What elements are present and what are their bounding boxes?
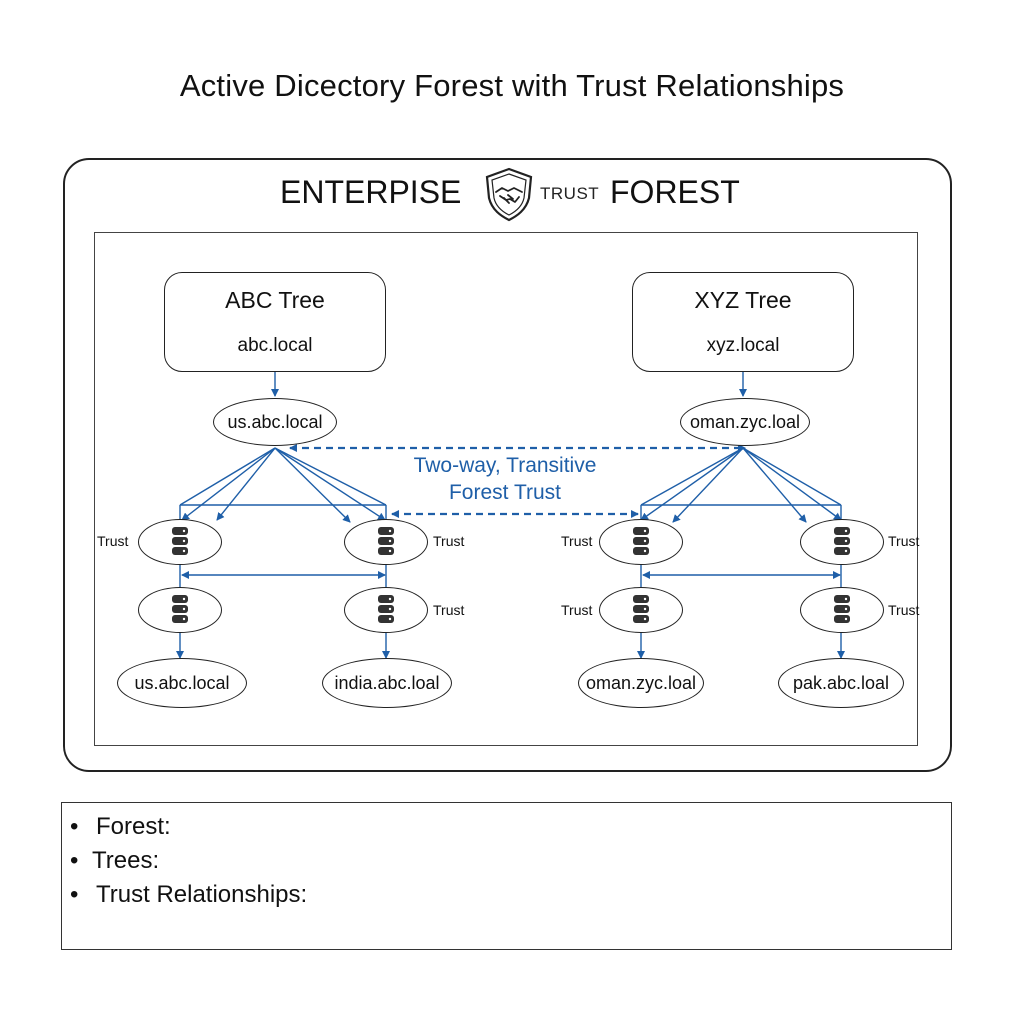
forest-trust-label-line1: Two-way, Transitive bbox=[413, 454, 597, 477]
domain-label: pak.abc.loal bbox=[792, 672, 890, 693]
xyz-tree-box: XYZ Tree xyz.local bbox=[632, 272, 854, 372]
server-icon bbox=[378, 527, 394, 555]
legend-item-forest: Forest: bbox=[96, 813, 171, 840]
forest-title-right: FOREST bbox=[610, 174, 740, 210]
leaf-domain-oval: pak.abc.loal bbox=[778, 658, 904, 708]
bullet-icon: • bbox=[70, 881, 79, 908]
forest-container bbox=[63, 158, 952, 772]
tree-name: XYZ Tree bbox=[694, 287, 792, 313]
forest-trust-label: Two-way, Transitive Forest Trust bbox=[395, 452, 615, 506]
server-node bbox=[138, 587, 222, 633]
legend-item-trees: Trees: bbox=[92, 847, 160, 874]
server-node bbox=[800, 587, 884, 633]
domain-label: india.abc.loal bbox=[334, 672, 440, 693]
domain-label: us.abc.local bbox=[134, 672, 230, 693]
trust-label: Trust bbox=[433, 533, 465, 549]
legend-item-trust-relationships: Trust Relationships: bbox=[96, 881, 308, 908]
domain-label: us.abc.local bbox=[227, 411, 323, 432]
server-icon bbox=[172, 595, 188, 623]
server-icon bbox=[172, 527, 188, 555]
abc-branch-line bbox=[274, 447, 387, 506]
leaf-domain-oval: us.abc.local bbox=[117, 658, 247, 708]
abc-branch-arrow bbox=[181, 447, 276, 521]
xyz-branch-arrow bbox=[640, 447, 744, 521]
server-node bbox=[599, 519, 683, 565]
shield-handshake-icon bbox=[485, 167, 533, 222]
xyz-branch-line bbox=[640, 447, 744, 506]
trust-badge-text: TRUST bbox=[540, 184, 600, 203]
bullet-icon: • bbox=[70, 813, 79, 840]
leaf-domain-oval: oman.zyc.loal bbox=[578, 658, 704, 708]
trust-label: Trust bbox=[561, 602, 593, 618]
domain-label: oman.zyc.loal bbox=[585, 672, 697, 693]
abc-branch-arrow bbox=[216, 447, 276, 521]
abc-branch-arrow bbox=[274, 447, 351, 523]
server-icon bbox=[633, 527, 649, 555]
abc-tree-box: ABC Tree abc.local bbox=[164, 272, 386, 372]
forest-title-left: ENTERPISE bbox=[280, 174, 462, 210]
xyz-branch-arrow bbox=[742, 447, 842, 521]
trust-label: Trust bbox=[433, 602, 465, 618]
page-title: Active Dicectory Forest with Trust Relat… bbox=[179, 68, 845, 103]
server-icon bbox=[378, 595, 394, 623]
xyz-branch-arrow bbox=[742, 447, 807, 523]
server-node bbox=[800, 519, 884, 565]
server-icon bbox=[633, 595, 649, 623]
tree-domain: abc.local bbox=[237, 335, 313, 356]
abc-branch-line bbox=[179, 447, 276, 506]
trust-label: Trust bbox=[888, 533, 920, 549]
server-icon bbox=[834, 595, 850, 623]
server-icon bbox=[834, 527, 850, 555]
leaf-domain-oval: india.abc.loal bbox=[322, 658, 452, 708]
inner-forest-area bbox=[94, 232, 918, 746]
abc-child-domain-oval: us.abc.local bbox=[213, 398, 337, 446]
xyz-branch-line bbox=[742, 447, 842, 506]
trust-label: Trust bbox=[561, 533, 593, 549]
domain-label: oman.zyc.loal bbox=[689, 411, 801, 432]
trust-label: Trust bbox=[888, 602, 920, 618]
server-node bbox=[599, 587, 683, 633]
server-node bbox=[138, 519, 222, 565]
xyz-branch-arrow bbox=[672, 447, 744, 523]
legend-box bbox=[61, 802, 952, 950]
tree-domain: xyz.local bbox=[706, 335, 780, 356]
xyz-child-domain-oval: oman.zyc.loal bbox=[680, 398, 810, 446]
server-node bbox=[344, 587, 428, 633]
tree-name: ABC Tree bbox=[225, 287, 325, 313]
abc-branch-arrow bbox=[274, 447, 386, 521]
forest-trust-label-line2: Forest Trust bbox=[448, 481, 562, 504]
bullet-icon: • bbox=[70, 847, 79, 874]
trust-label: Trust bbox=[97, 533, 129, 549]
server-node bbox=[344, 519, 428, 565]
